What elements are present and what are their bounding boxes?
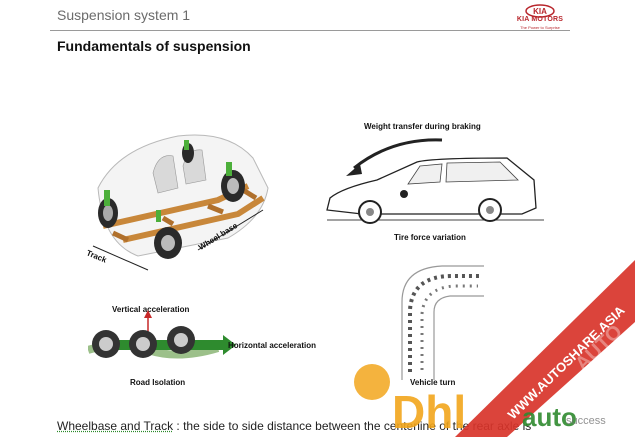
caption-tire-force: Tire force variation [394,233,466,242]
chassis-diagram [92,134,269,271]
caption-road-isolation: Road Isolation [130,378,186,387]
kia-logo: KIA KIA MOTORS The Power to Surprise [512,4,568,30]
watermark-sun-icon [354,364,390,400]
svg-text:KIA: KIA [533,7,547,16]
vehicle-turn-diagram [401,265,484,380]
label-horizontal-acceleration: Horizontal acceleration [228,341,317,350]
label-vertical-acceleration: Vertical acceleration [112,305,190,314]
station-wagon-diagram [326,138,544,224]
logo-tagline: The Power to Surprise [520,25,560,30]
header-divider [50,30,570,31]
logo-text: KIA MOTORS [516,16,564,23]
caption-vehicle-turn: Vehicle turn [410,378,456,387]
watermark-logo-sub: success [566,415,606,427]
section-title: Suspension system 1 [57,7,191,23]
body-text-rest: : the side to side distance between the … [173,419,532,433]
page-title: Fundamentals of suspension [57,38,251,54]
watermark-auto: AUTO [571,321,627,376]
term-wheelbase-track: Wheelbase and Track [57,419,174,433]
slide-header: Suspension system 1 KIA KIA MOTORS The P… [0,0,635,31]
road-isolation-diagram [88,310,236,359]
watermark-url: WWW.AUTOSHARE.ASIA [505,302,628,422]
body-text: Wheelbase and Track : the side to side d… [57,419,531,433]
kia-oval-icon: KIA [525,4,555,18]
label-weight-transfer: Weight transfer during braking [364,122,481,131]
